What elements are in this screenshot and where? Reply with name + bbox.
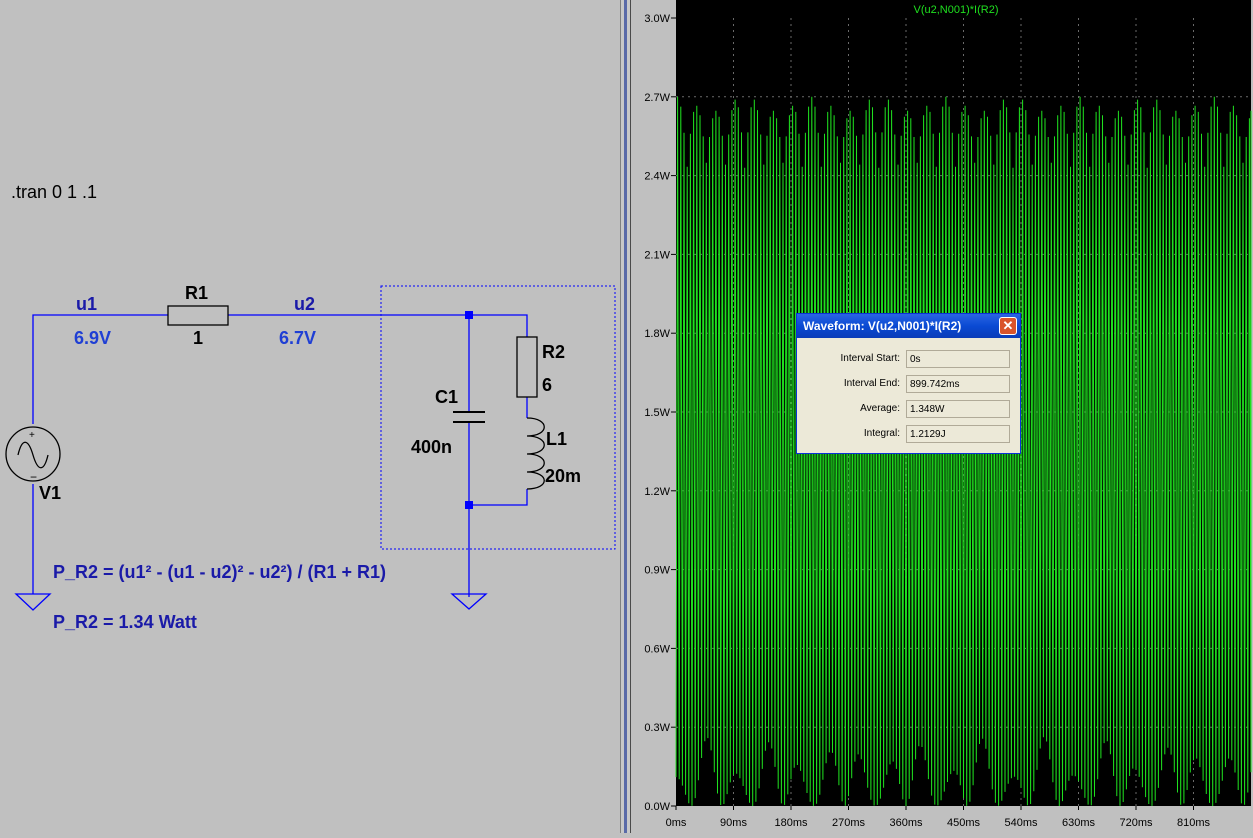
resistor-r1-symbol[interactable] <box>167 305 229 326</box>
y-tick-label: 1.5W <box>644 407 670 419</box>
node-label-u1[interactable]: u1 <box>76 294 97 314</box>
node-voltage-u1: 6.9V <box>74 328 111 348</box>
ground-symbol[interactable] <box>450 593 488 610</box>
average-label: Average: <box>860 403 900 414</box>
y-tick-label: 1.8W <box>644 328 670 340</box>
wire-v1-r1[interactable] <box>32 314 168 424</box>
dialog-title: Waveform: V(u2,N001)*I(R2) <box>803 319 962 333</box>
y-tick-label: 0.3W <box>644 722 670 734</box>
l1-value-label[interactable]: 20m <box>545 466 581 486</box>
y-tick-label: 0.6W <box>644 643 670 655</box>
junction-dot <box>465 501 473 509</box>
x-tick-label: 180ms <box>774 817 808 829</box>
c1-ref-label[interactable]: C1 <box>435 387 458 407</box>
r2-value-label[interactable]: 6 <box>542 375 552 395</box>
trace-title[interactable]: V(u2,N001)*I(R2) <box>914 4 999 16</box>
integral-label: Integral: <box>863 428 900 439</box>
x-tick-label: 0ms <box>666 817 687 829</box>
splitter-bar <box>624 0 627 833</box>
interval-start-field[interactable]: 0s <box>906 349 1010 368</box>
dialog-body: Interval Start: 0s Interval End: 899.742… <box>797 338 1020 446</box>
close-icon[interactable]: ✕ <box>999 317 1017 335</box>
x-tick-label: 360ms <box>889 817 923 829</box>
dialog-titlebar[interactable]: Waveform: V(u2,N001)*I(R2) ✕ <box>797 314 1020 338</box>
node-voltage-u2: 6.7V <box>279 328 316 348</box>
dialog-row-interval-start: Interval Start: 0s <box>803 346 1010 371</box>
spice-directive[interactable]: .tran 0 1 .1 <box>11 182 97 202</box>
r1-value-label[interactable]: 1 <box>193 328 203 348</box>
x-tick-label: 450ms <box>947 817 981 829</box>
inductor-l1-symbol[interactable] <box>526 417 545 490</box>
plot-axis-margin-left <box>631 0 676 833</box>
node-label-u2[interactable]: u2 <box>294 294 315 314</box>
pane-splitter[interactable] <box>620 0 631 833</box>
y-tick-label: 1.2W <box>644 486 670 498</box>
schematic-canvas[interactable]: + − .tran 0 1 .1 u1 6.9V u2 6.7V R1 1 R2… <box>0 0 620 833</box>
dialog-row-integral: Integral: 1.2129J <box>803 421 1010 446</box>
result-text[interactable]: P_R2 = 1.34 Watt <box>53 612 197 632</box>
plot-axis-margin-bottom <box>631 806 1253 833</box>
junction-dot <box>465 311 473 319</box>
y-tick-label: 2.7W <box>644 92 670 104</box>
schematic-pane[interactable]: + − .tran 0 1 .1 u1 6.9V u2 6.7V R1 1 R2… <box>0 0 620 833</box>
x-tick-label: 540ms <box>1004 817 1038 829</box>
dialog-row-interval-end: Interval End: 899.742ms <box>803 371 1010 396</box>
r2-ref-label[interactable]: R2 <box>542 342 565 362</box>
ground-symbol[interactable] <box>14 593 52 611</box>
svg-text:+: + <box>29 430 35 441</box>
resistor-r2-symbol[interactable] <box>516 336 538 398</box>
interval-end-field[interactable]: 899.742ms <box>906 374 1010 393</box>
dialog-row-average: Average: 1.348W <box>803 396 1010 421</box>
wire-l1-bottom[interactable] <box>469 489 528 506</box>
formula-text[interactable]: P_R2 = (u1² - (u1 - u2)² - u2²) / (R1 + … <box>53 562 386 582</box>
y-tick-label: 2.1W <box>644 249 670 261</box>
x-tick-label: 810ms <box>1177 817 1211 829</box>
average-field[interactable]: 1.348W <box>906 399 1010 418</box>
y-tick-label: 0.0W <box>644 801 670 813</box>
wire-r1-u2[interactable] <box>228 314 528 337</box>
y-tick-label: 2.4W <box>644 171 670 183</box>
integral-field[interactable]: 1.2129J <box>906 424 1010 443</box>
interval-start-label: Interval Start: <box>840 353 900 364</box>
component-group-box[interactable] <box>380 285 616 550</box>
x-tick-label: 270ms <box>832 817 866 829</box>
waveform-info-dialog[interactable]: Waveform: V(u2,N001)*I(R2) ✕ Interval St… <box>796 313 1021 454</box>
x-axis: 0ms 90ms 180ms 270ms 360ms 450ms 540ms 630ms 720… <box>666 806 1211 829</box>
c1-value-label[interactable]: 400n <box>411 437 452 457</box>
r1-ref-label[interactable]: R1 <box>185 283 208 303</box>
x-tick-label: 630ms <box>1062 817 1096 829</box>
y-tick-label: 3.0W <box>644 13 670 25</box>
v1-ref-label[interactable]: V1 <box>39 483 61 503</box>
voltage-source-v1-symbol[interactable]: + − <box>5 426 61 484</box>
capacitor-c1-symbol[interactable] <box>453 411 485 423</box>
interval-end-label: Interval End: <box>843 378 900 389</box>
plot-axis-margin-right <box>1251 0 1253 833</box>
x-tick-label: 90ms <box>720 817 747 829</box>
l1-ref-label[interactable]: L1 <box>546 429 567 449</box>
y-axis: 3.0W 2.7W 2.4W 2.1W 1.8W 1.5W 1.2W 0.9W 0.6W 0.3W… <box>644 13 676 813</box>
y-tick-label: 0.9W <box>644 565 670 577</box>
svg-text:−: − <box>30 470 37 484</box>
x-tick-label: 720ms <box>1119 817 1153 829</box>
